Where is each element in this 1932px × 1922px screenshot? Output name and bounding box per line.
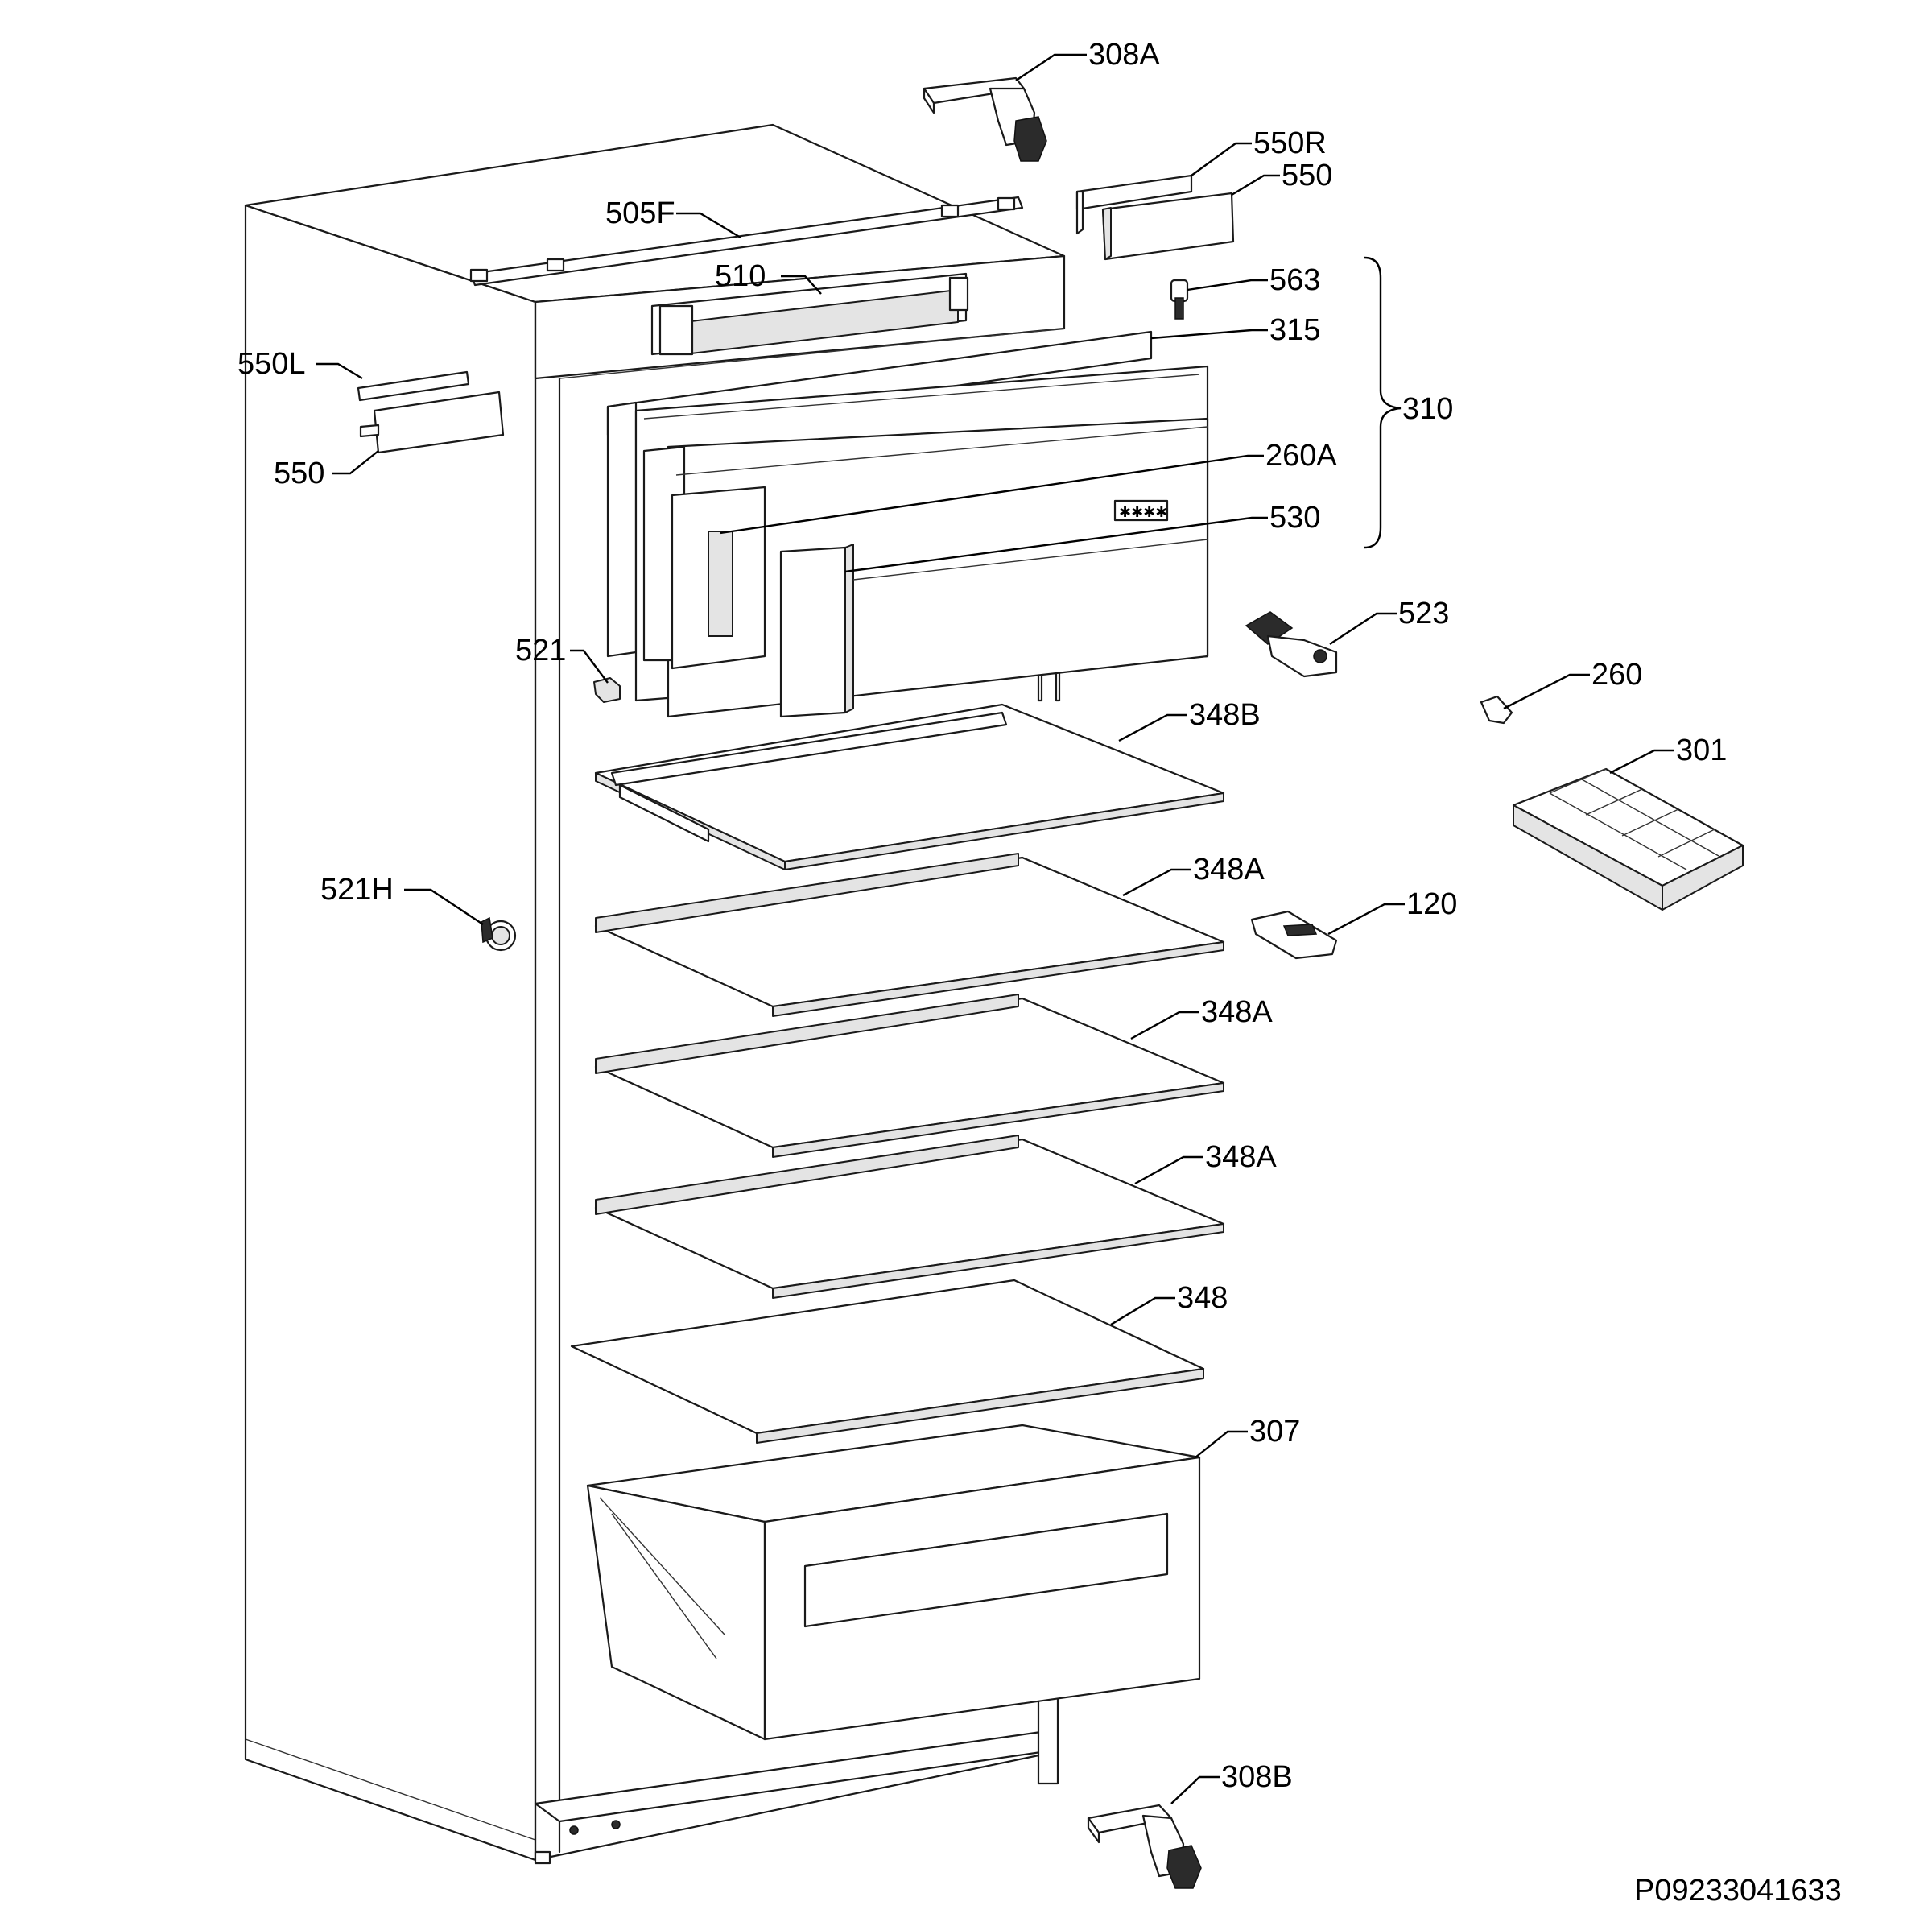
label-301: 301 <box>1676 734 1727 767</box>
label-563: 563 <box>1269 263 1320 297</box>
glass-shelf-348 <box>570 1279 1205 1444</box>
knob-521H <box>481 916 517 952</box>
label-348B: 348B <box>1189 698 1261 732</box>
label-315: 315 <box>1269 313 1320 347</box>
shelf-348B <box>594 703 1225 870</box>
shelf-348A-1 <box>594 853 1225 1017</box>
label-260: 260 <box>1591 658 1642 692</box>
cover-550L <box>357 370 470 402</box>
hinge-308A <box>923 76 1047 162</box>
stopper-521 <box>593 677 621 703</box>
shelf-348A-2 <box>594 994 1225 1158</box>
bracket-120 <box>1250 910 1338 960</box>
label-310: 310 <box>1402 392 1453 426</box>
label-521H: 521H <box>320 873 394 907</box>
ice-tray-301 <box>1512 767 1744 911</box>
top-rail-505F <box>469 196 1024 287</box>
lamp-563 <box>1170 279 1189 320</box>
svg-text:✱✱✱✱: ✱✱✱✱ <box>1119 504 1167 520</box>
label-120: 120 <box>1406 887 1457 921</box>
drawing-code: P09233041633 <box>1634 1874 1842 1908</box>
label-523: 523 <box>1398 597 1449 630</box>
clip-260 <box>1480 695 1513 725</box>
cover-550-right <box>1101 192 1235 261</box>
hinge-308B <box>1087 1804 1202 1889</box>
label-550-right: 550 <box>1282 159 1332 192</box>
label-308B: 308B <box>1221 1760 1293 1794</box>
label-510: 510 <box>715 259 766 293</box>
label-307: 307 <box>1249 1415 1300 1449</box>
label-260A: 260A <box>1265 439 1337 473</box>
freezer-compartment: ✱✱✱✱ <box>606 330 1209 718</box>
label-530: 530 <box>1269 501 1320 535</box>
label-550-left: 550 <box>274 457 324 490</box>
label-348: 348 <box>1177 1281 1228 1315</box>
label-550L: 550L <box>237 347 306 381</box>
label-348A-3: 348A <box>1205 1140 1277 1174</box>
leader-lines <box>316 53 1674 1804</box>
group-brace-310 <box>1364 256 1402 549</box>
shelf-348A-3 <box>594 1135 1225 1299</box>
drawer-307 <box>586 1424 1201 1741</box>
part-labels: 308A 550R 550 505F 510 563 315 550L 310 … <box>237 38 1727 1794</box>
light-housing-510 <box>650 272 969 356</box>
lamp-holder-523 <box>1245 611 1338 678</box>
cover-550R <box>1075 174 1193 235</box>
label-308A: 308A <box>1088 38 1160 72</box>
label-521: 521 <box>515 634 566 668</box>
label-505F: 505F <box>605 196 675 230</box>
label-348A-2: 348A <box>1201 995 1273 1029</box>
label-348A-1: 348A <box>1193 853 1265 887</box>
label-550R: 550R <box>1253 126 1327 160</box>
cover-550-left <box>359 391 505 454</box>
